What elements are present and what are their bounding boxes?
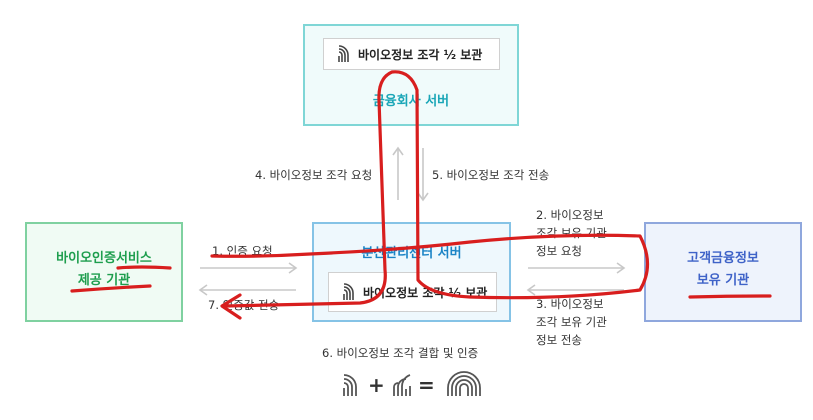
arrow-step-1 — [200, 262, 298, 274]
bio-fragment-card-top: 바이오정보 조각 ½ 보관 — [323, 38, 500, 70]
arrow-step-5 — [417, 148, 429, 202]
distributed-center-server-box: 분산관리센터 서버 바이오정보 조각 ½ 보관 — [312, 222, 511, 322]
red-underline-provider-suffix — [70, 284, 152, 293]
arrow-step-7 — [198, 284, 296, 296]
fingerprint-full-icon — [447, 371, 481, 396]
bio-auth-provider-box: 바이오인증서비스 제공 기관 — [25, 222, 183, 322]
financial-company-server-box: 바이오정보 조각 ½ 보관 금융회사 서버 — [303, 24, 519, 126]
step-6-label: 6. 바이오정보 조각 결합 및 인증 — [322, 346, 479, 360]
red-path-stroke — [210, 70, 650, 308]
arrow-step-2 — [528, 262, 626, 274]
fingerprint-half-icon — [343, 374, 357, 396]
arrow-step-4 — [392, 146, 404, 200]
step-4-label: 4. 바이오정보 조각 요청 — [255, 168, 373, 182]
red-underline-customer-institution — [688, 294, 772, 299]
bio-fragment-card-mid: 바이오정보 조각 ½ 보관 — [328, 272, 497, 312]
arrow-step-3 — [526, 284, 624, 296]
fingerprint-half-icon — [343, 283, 354, 300]
red-arrowhead — [220, 293, 242, 320]
red-underline-bio-provider — [116, 265, 172, 270]
step-5-label: 5. 바이오정보 조각 전송 — [432, 168, 550, 182]
equals-sign: = — [418, 373, 435, 397]
step-3-label: 3. 바이오정보 조각 보유 기관 정보 전송 — [536, 297, 607, 347]
bio-auth-provider-title: 바이오인증서비스 제공 기관 — [56, 251, 152, 288]
fragment-label-top: 바이오정보 조각 ½ 보관 — [358, 47, 483, 62]
fingerprint-half-icon — [338, 45, 349, 62]
fingerprint-half-right-icon — [393, 374, 411, 396]
plus-sign: + — [368, 373, 385, 397]
customer-finance-institution-title: 고객금융정보 보유 기관 — [687, 251, 759, 288]
financial-company-server-title: 금융회사 서버 — [372, 94, 450, 109]
customer-finance-institution-box: 고객금융정보 보유 기관 — [644, 222, 802, 322]
